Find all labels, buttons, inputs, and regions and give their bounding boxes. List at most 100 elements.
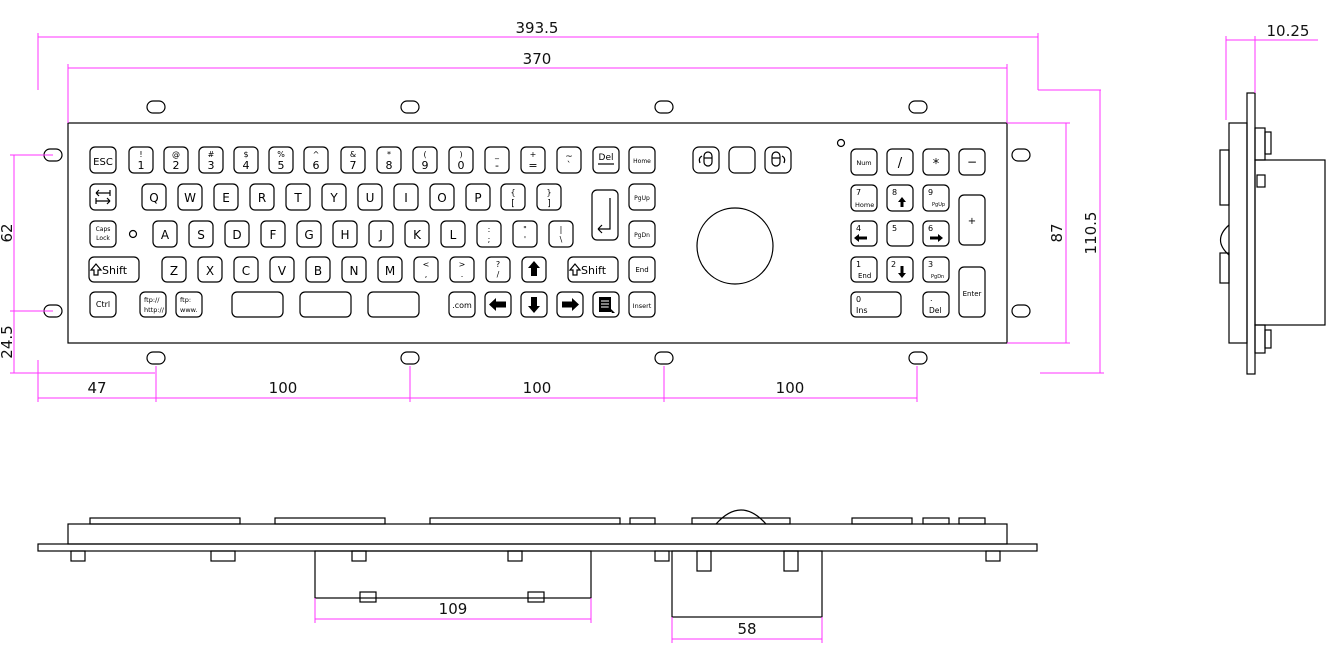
bottom-trackball-box (671, 550, 823, 618)
key-p[interactable] (465, 183, 491, 211)
key-up-arrow[interactable] (521, 256, 547, 283)
key-l[interactable] (440, 220, 466, 248)
key-equals[interactable] (520, 146, 546, 174)
arrow-right-icon (562, 298, 579, 311)
key-r[interactable] (249, 183, 275, 211)
key-num-6[interactable] (922, 220, 950, 247)
key-shift-label: ( (423, 150, 426, 159)
key-h[interactable] (332, 220, 358, 248)
key-2[interactable] (163, 146, 189, 174)
key-minus[interactable] (484, 146, 510, 174)
key-num-7[interactable] (850, 184, 878, 212)
key-e[interactable] (213, 183, 239, 211)
key-num-enter[interactable] (958, 266, 986, 318)
key-q[interactable] (141, 183, 167, 211)
key-num-8[interactable] (886, 184, 914, 212)
key-t[interactable] (285, 183, 311, 211)
key-num-3[interactable] (922, 256, 950, 283)
key-tilde[interactable] (556, 146, 582, 174)
key-num-5[interactable] (886, 220, 914, 247)
key-right-bracket[interactable] (536, 183, 562, 211)
key-7[interactable] (340, 146, 366, 174)
key-num-add[interactable] (958, 194, 986, 246)
key-num-2[interactable] (886, 256, 914, 283)
key-9[interactable] (412, 146, 438, 174)
key-n[interactable] (341, 256, 367, 283)
key-end[interactable] (628, 256, 656, 283)
key-num-divide[interactable] (886, 148, 914, 176)
key-pgup[interactable] (628, 183, 656, 211)
key-blank[interactable] (367, 291, 420, 318)
key-label: W (184, 191, 196, 205)
key-ctrl[interactable] (89, 291, 117, 318)
key-del[interactable] (592, 146, 620, 174)
key-label: I (404, 191, 408, 205)
key-backslash[interactable] (548, 220, 574, 248)
key-ftp-www[interactable] (175, 291, 203, 318)
key-num-decimal[interactable] (922, 291, 950, 318)
key-caps-lock[interactable] (89, 220, 117, 248)
key-ftp-http[interactable] (139, 291, 167, 318)
key-s[interactable] (188, 220, 214, 248)
middle-mouse-button[interactable] (728, 146, 756, 174)
key-semicolon[interactable] (476, 220, 502, 248)
key-5[interactable] (268, 146, 294, 174)
key-label: 7 (350, 159, 357, 172)
key-blank[interactable] (231, 291, 284, 318)
key-pgdn[interactable] (628, 220, 656, 248)
key-period[interactable] (449, 256, 475, 283)
key-insert[interactable] (628, 291, 656, 318)
key-j[interactable] (368, 220, 394, 248)
key-num-subtract[interactable] (958, 148, 986, 176)
key-3[interactable] (198, 146, 224, 174)
key-num-4[interactable] (850, 220, 878, 247)
left-mouse-button[interactable] (692, 146, 720, 174)
key-d[interactable] (224, 220, 250, 248)
right-mouse-button[interactable] (764, 146, 792, 174)
key-comma[interactable] (413, 256, 439, 283)
key-b[interactable] (305, 256, 331, 283)
key-u[interactable] (357, 183, 383, 211)
key-tab[interactable] (89, 183, 117, 211)
key-num-multiply[interactable] (922, 148, 950, 176)
key-right-arrow[interactable] (556, 291, 584, 318)
key-g[interactable] (296, 220, 322, 248)
key-num-0[interactable] (850, 291, 902, 318)
key-w[interactable] (177, 183, 203, 211)
key-home[interactable] (628, 146, 656, 174)
key-dotcom[interactable] (448, 291, 476, 318)
key-c[interactable] (233, 256, 259, 283)
key-8[interactable] (376, 146, 402, 174)
key-left-bracket[interactable] (500, 183, 526, 211)
trackball-icon[interactable] (696, 207, 774, 285)
key-label: S (197, 228, 205, 242)
key-4[interactable] (233, 146, 259, 174)
key-x[interactable] (197, 256, 223, 283)
key-quote[interactable] (512, 220, 538, 248)
key-num-9[interactable] (922, 184, 950, 212)
key-0[interactable] (448, 146, 474, 174)
key-i[interactable] (393, 183, 419, 211)
key-z[interactable] (161, 256, 187, 283)
key-k[interactable] (404, 220, 430, 248)
key-slash[interactable] (485, 256, 511, 283)
key-enter[interactable] (591, 189, 619, 241)
key-o[interactable] (429, 183, 455, 211)
key-v[interactable] (269, 256, 295, 283)
key-num-1[interactable] (850, 256, 878, 283)
key-6[interactable] (303, 146, 329, 174)
key-m[interactable] (377, 256, 403, 283)
key-esc[interactable] (89, 146, 117, 174)
key-right-shift[interactable] (567, 256, 619, 283)
key-f[interactable] (260, 220, 286, 248)
key-down-arrow[interactable] (520, 291, 548, 318)
key-a[interactable] (152, 220, 178, 248)
key-left-shift[interactable] (88, 256, 140, 283)
key-num-lock[interactable] (850, 148, 878, 176)
key-left-arrow[interactable] (484, 291, 512, 318)
dim-box-width-left: 109 (439, 600, 468, 618)
key-menu[interactable] (592, 291, 620, 318)
key-y[interactable] (321, 183, 347, 211)
key-1[interactable] (128, 146, 154, 174)
key-blank[interactable] (299, 291, 352, 318)
